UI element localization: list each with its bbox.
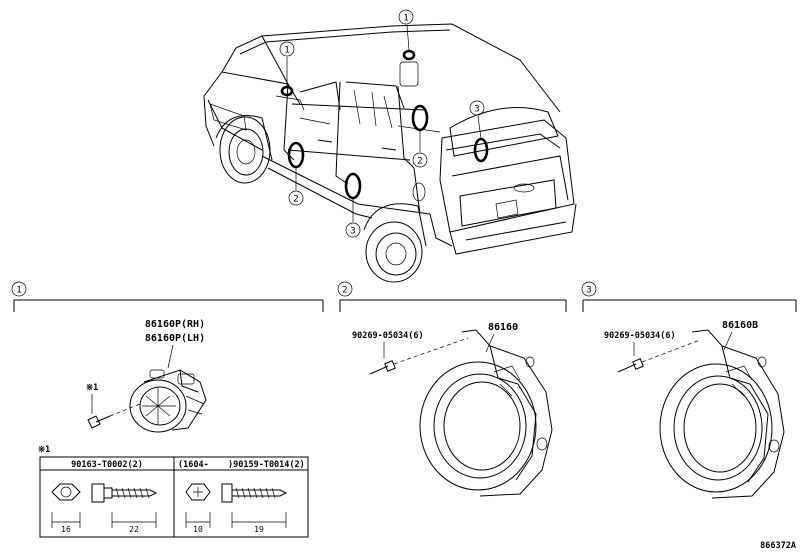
svg-text:10: 10 [193, 525, 203, 534]
part-number-86160b: 86160B [722, 320, 758, 331]
svg-text:3: 3 [474, 105, 479, 115]
car-callout-2b: 2 [412, 130, 428, 168]
screw-icon [369, 337, 469, 375]
car-callout-1b: 1 [279, 41, 295, 86]
hex-bolt-icon [91, 483, 158, 503]
fastener-part-right: )90159-T0014(2) [228, 460, 305, 470]
svg-text:16: 16 [61, 525, 71, 534]
svg-text:1: 1 [403, 14, 408, 24]
car-callout-1a: 1 [398, 9, 414, 51]
speaker-icon [419, 329, 553, 497]
tweeter-icon [129, 369, 207, 433]
section-3-header: 3 [581, 281, 797, 312]
svg-text:1: 1 [16, 286, 21, 296]
svg-text:2: 2 [417, 157, 422, 167]
tapping-screw-icon [221, 483, 288, 503]
screw-icon [87, 403, 141, 429]
svg-text:22: 22 [129, 525, 139, 534]
svg-text:1: 1 [284, 46, 289, 56]
section-2-header: 2 [337, 281, 567, 312]
part-number-86160: 86160 [488, 322, 518, 333]
screw-part-number-3: 90269-05034(6) [604, 331, 676, 341]
svg-text:2: 2 [293, 195, 298, 205]
screw-part-number-2: 90269-05034(6) [352, 331, 424, 341]
part-number-86160p-rh: 86160P(RH) [145, 319, 205, 330]
svg-text:※1: ※1 [86, 383, 98, 393]
fastener-note-table: ※1 90163-T0002(2) (1604- )90159-T0014(2)… [38, 445, 309, 538]
svg-text:3: 3 [350, 227, 355, 237]
svg-text:※1: ※1 [38, 445, 50, 455]
part-number-86160p-lh: 86160P(LH) [145, 333, 205, 344]
phillips-head-icon [185, 483, 211, 501]
svg-text:2: 2 [342, 286, 347, 296]
car-callout-3a: 3 [469, 100, 485, 140]
screw-icon [617, 339, 701, 373]
hex-nut-icon [51, 483, 81, 501]
note-mark-1: ※1 [86, 383, 98, 414]
car-callout-3b: 3 [345, 198, 361, 238]
car-callout-2a: 2 [288, 167, 304, 206]
fastener-part-left: 90163-T0002(2) [71, 460, 143, 470]
speaker-icon [659, 329, 785, 499]
diagram-code: 866372A [760, 541, 796, 551]
section-1-header: 1 [11, 281, 324, 312]
tweeter-location-front [280, 49, 416, 97]
svg-text:3: 3 [586, 286, 591, 296]
svg-text:19: 19 [254, 525, 264, 534]
fastener-range-prefix: (1604- [178, 460, 209, 470]
car-icon [203, 23, 577, 283]
